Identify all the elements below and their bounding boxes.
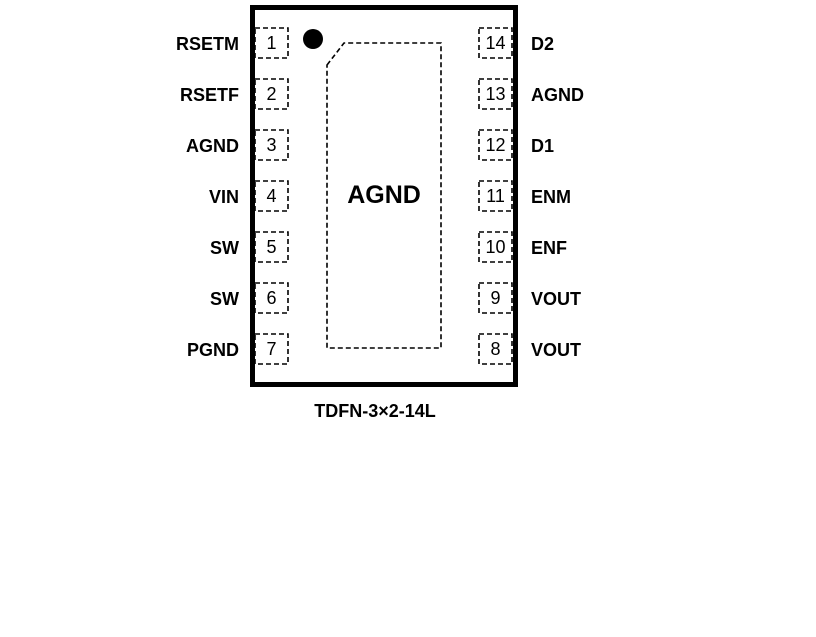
pin-name: VOUT (531, 340, 581, 360)
pin-name: AGND (186, 136, 239, 156)
pin-pad (478, 78, 513, 110)
pin-number: 3 (266, 135, 276, 155)
pin-number: 12 (485, 135, 505, 155)
pin-pad (478, 282, 513, 314)
pin-pad (254, 333, 289, 365)
pin-number: 1 (266, 33, 276, 53)
pin-pad (478, 231, 513, 263)
pin-number: 13 (485, 84, 505, 104)
pin-number: 14 (485, 33, 505, 53)
pin-name: VOUT (531, 289, 581, 309)
pin-7: 7 PGND (187, 333, 289, 365)
pin-name: VIN (209, 187, 239, 207)
pin-pad (478, 27, 513, 59)
pin-3: 3 AGND (186, 129, 289, 161)
pin-pad (254, 129, 289, 161)
pin-12: 12 D1 (478, 129, 554, 161)
pin-pad (254, 282, 289, 314)
pin-14: 14 D2 (478, 27, 554, 59)
pin-9: 9 VOUT (478, 282, 581, 314)
pin-name: AGND (531, 85, 584, 105)
pin1-marker-dot (303, 29, 323, 49)
pin-number: 10 (485, 237, 505, 257)
pin-pad (254, 78, 289, 110)
exposed-pad-label: AGND (347, 181, 421, 209)
pin-name: D2 (531, 34, 554, 54)
pin-number: 9 (490, 288, 500, 308)
pin-name: ENF (531, 238, 567, 258)
pin-name: SW (210, 289, 239, 309)
pin-pad (254, 231, 289, 263)
pin-pad (254, 180, 289, 212)
pin-name: RSETM (176, 34, 239, 54)
pin-name: RSETF (180, 85, 239, 105)
pin-pad (478, 180, 513, 212)
pin-10: 10 ENF (478, 231, 567, 263)
pin-name: PGND (187, 340, 239, 360)
pin-pad (478, 129, 513, 161)
pin-number: 2 (266, 84, 276, 104)
pin-2: 2 RSETF (180, 78, 289, 110)
pin-name: ENM (531, 187, 571, 207)
pin-number: 4 (266, 186, 276, 206)
pin-8: 8 VOUT (478, 333, 581, 365)
pin-number: 8 (490, 339, 500, 359)
pin-11: 11 ENM (478, 180, 571, 212)
pin-number: 5 (266, 237, 276, 257)
pin-5: 5 SW (210, 231, 289, 263)
pin-number: 7 (266, 339, 276, 359)
pin-number: 11 (486, 186, 505, 206)
pin-13: 13 AGND (478, 78, 584, 110)
pin-name: SW (210, 238, 239, 258)
pin-name: D1 (531, 136, 554, 156)
pin-pad (254, 27, 289, 59)
pin-pad (478, 333, 513, 365)
pin-6: 6 SW (210, 282, 289, 314)
pin-4: 4 VIN (209, 180, 289, 212)
pin-1: 1 RSETM (176, 27, 289, 59)
package-name: TDFN-3×2-14L (314, 401, 436, 421)
pin-number: 6 (266, 288, 276, 308)
package-outline (250, 5, 518, 387)
